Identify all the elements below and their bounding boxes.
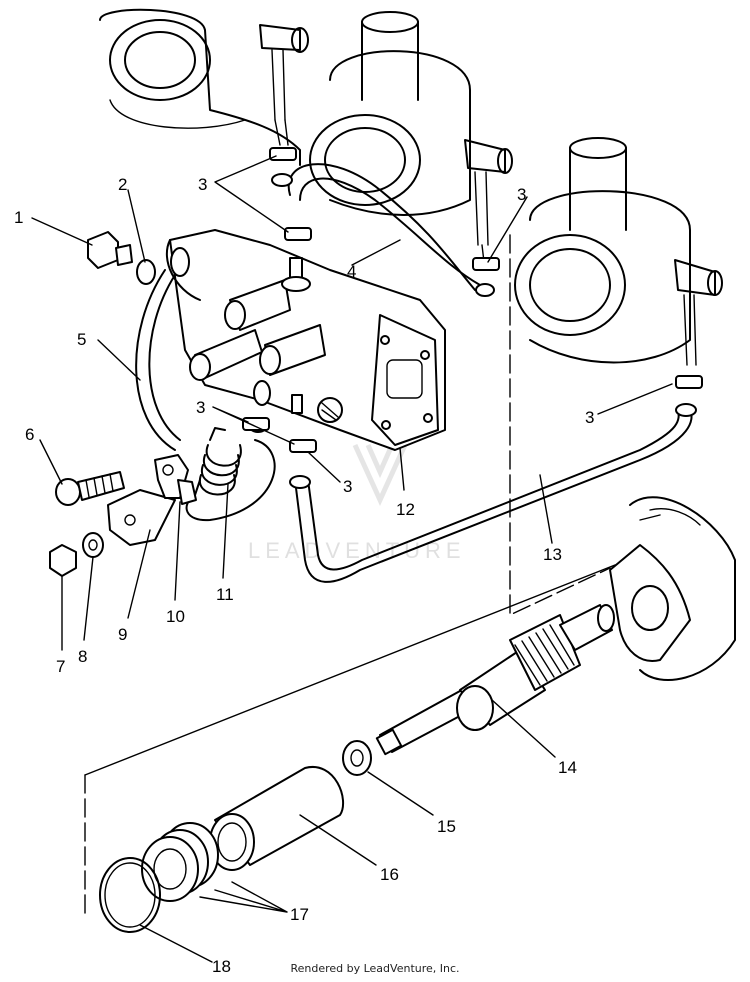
- callout-5: 5: [77, 330, 86, 349]
- leadventure-watermark: LEADVENTURE: [248, 443, 466, 563]
- nut-7: [49, 544, 77, 577]
- sleeve-16: [209, 765, 345, 871]
- callout-6: 6: [25, 425, 34, 444]
- seals-17: [141, 822, 219, 902]
- leader-lines: [31, 155, 673, 963]
- callout-15: 15: [437, 817, 456, 836]
- callout-1: 1: [14, 208, 23, 227]
- screw-6: [55, 471, 125, 506]
- callout-16: 16: [380, 865, 399, 884]
- callout-7: 7: [56, 657, 65, 676]
- callout-9: 9: [118, 625, 127, 644]
- callout-18: 18: [212, 957, 231, 976]
- drive-shaft-14: [375, 604, 615, 756]
- callout-3-far-right: 3: [585, 408, 594, 427]
- callout-11: 11: [216, 585, 234, 604]
- alignment-lines: [84, 234, 616, 916]
- oil-pump-assembly: [165, 229, 446, 451]
- gearcase-housing: [609, 496, 736, 681]
- callout-numbers: 1 2 3 4 3 5 3 3 6 3 12 13 7 8 9 10 11 14…: [14, 175, 594, 976]
- callout-2: 2: [118, 175, 127, 194]
- bolt-1: [87, 231, 133, 269]
- washer-2: [136, 259, 156, 285]
- washer-15: [342, 740, 372, 776]
- hose-13: [289, 403, 697, 583]
- hose-5: [135, 269, 181, 451]
- callout-8: 8: [78, 647, 87, 666]
- hose-loop-lower: [185, 421, 276, 522]
- hose-4: [271, 163, 495, 297]
- footer-credit: Rendered by LeadVenture, Inc.: [290, 962, 460, 975]
- carburetor-housing-right: [514, 137, 723, 366]
- callout-13: 13: [543, 545, 562, 564]
- lock-washer-8: [82, 532, 104, 558]
- clip-10: [177, 479, 197, 505]
- callout-12: 12: [396, 500, 415, 519]
- callout-10: 10: [166, 607, 185, 626]
- callout-3-top: 3: [198, 175, 207, 194]
- callout-3-left: 3: [196, 398, 205, 417]
- control-lever-9: [107, 454, 189, 546]
- snap-ring-18: [99, 857, 161, 933]
- callout-3-right: 3: [517, 185, 526, 204]
- callout-4: 4: [347, 262, 356, 281]
- spring-11: [194, 427, 242, 496]
- callout-3-lower: 3: [343, 477, 352, 496]
- callout-14: 14: [558, 758, 577, 777]
- callout-17: 17: [290, 905, 309, 924]
- carburetor-housing-center: [309, 11, 513, 263]
- carburetor-housing-left: [99, 8, 309, 166]
- hose-clamps: [242, 147, 703, 453]
- watermark-text: LEADVENTURE: [248, 538, 466, 563]
